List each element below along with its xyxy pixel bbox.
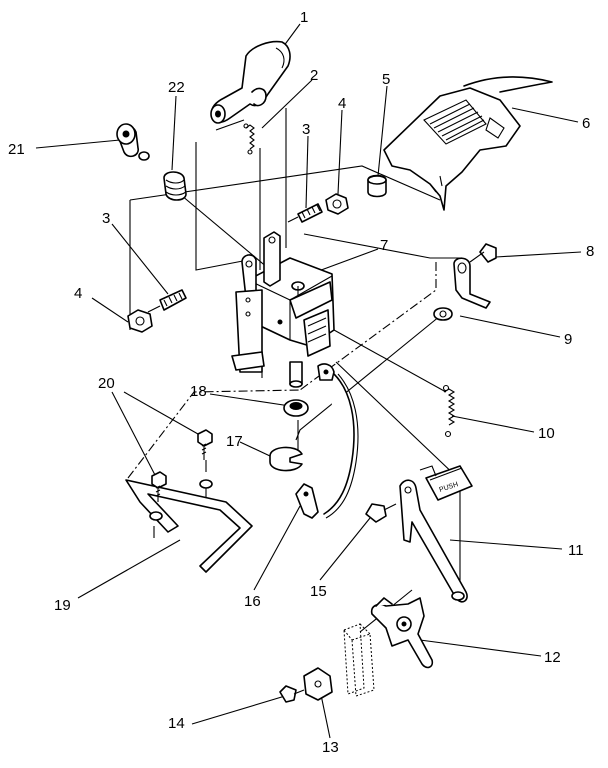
part-mounting-plate-19 — [125, 479, 253, 573]
part-lever-11: PUSH — [399, 465, 473, 603]
callout-3-upper: 3 — [302, 121, 310, 138]
part-nut-lower — [127, 309, 153, 333]
part-small-spring — [243, 123, 255, 155]
part-ghost-bracket — [343, 623, 375, 697]
callout-7: 7 — [380, 237, 388, 254]
part-plunger-spring-lower — [147, 289, 187, 313]
part-screws-20 — [151, 429, 213, 502]
callout-17: 17 — [226, 433, 243, 450]
part-coil-spring-22 — [163, 171, 187, 201]
callout-6: 6 — [582, 115, 590, 132]
callout-13: 13 — [322, 739, 339, 756]
part-knob-21 — [116, 123, 150, 161]
part-nut-upper — [325, 193, 349, 215]
callout-15: 15 — [310, 583, 327, 600]
callout-16: 16 — [244, 593, 261, 610]
callout-12: 12 — [544, 649, 561, 666]
part-latch-housing — [383, 76, 553, 211]
part-bracket-13 — [303, 667, 333, 701]
part-bracket-9 — [433, 257, 491, 321]
callout-11: 11 — [568, 542, 584, 559]
part-bumper — [367, 174, 387, 198]
part-screw-14 — [279, 685, 305, 703]
callout-1: 1 — [300, 9, 308, 26]
callout-labels: 1 2 3 3 4 4 5 6 7 8 9 10 11 12 13 14 15 … — [8, 9, 594, 756]
callout-2: 2 — [310, 67, 318, 84]
callout-20: 20 — [98, 375, 115, 392]
callout-14: 14 — [168, 715, 185, 732]
part-plunger-spring-upper — [287, 203, 323, 223]
part-actuator-cam-12 — [370, 597, 434, 669]
callout-21: 21 — [8, 141, 25, 158]
part-screw-8 — [469, 243, 497, 263]
part-screw-15 — [365, 503, 397, 523]
callout-5: 5 — [382, 71, 390, 88]
callout-10: 10 — [538, 425, 555, 442]
callout-9: 9 — [564, 331, 572, 348]
callout-8: 8 — [586, 243, 594, 260]
leader-lines — [35, 23, 582, 739]
callout-3-lower: 3 — [102, 210, 110, 227]
callout-4-upper: 4 — [338, 95, 346, 112]
callout-4-lower: 4 — [74, 285, 82, 302]
callout-18: 18 — [190, 383, 207, 400]
part-washer-18 — [283, 399, 309, 417]
part-e-ring-17 — [269, 446, 303, 472]
callout-19: 19 — [54, 597, 71, 614]
part-interlock-switch — [231, 231, 335, 388]
part-wire-lead-16 — [295, 373, 359, 519]
part-door-lever — [210, 40, 291, 124]
callout-22: 22 — [168, 79, 185, 96]
part-spring-10 — [442, 384, 456, 438]
